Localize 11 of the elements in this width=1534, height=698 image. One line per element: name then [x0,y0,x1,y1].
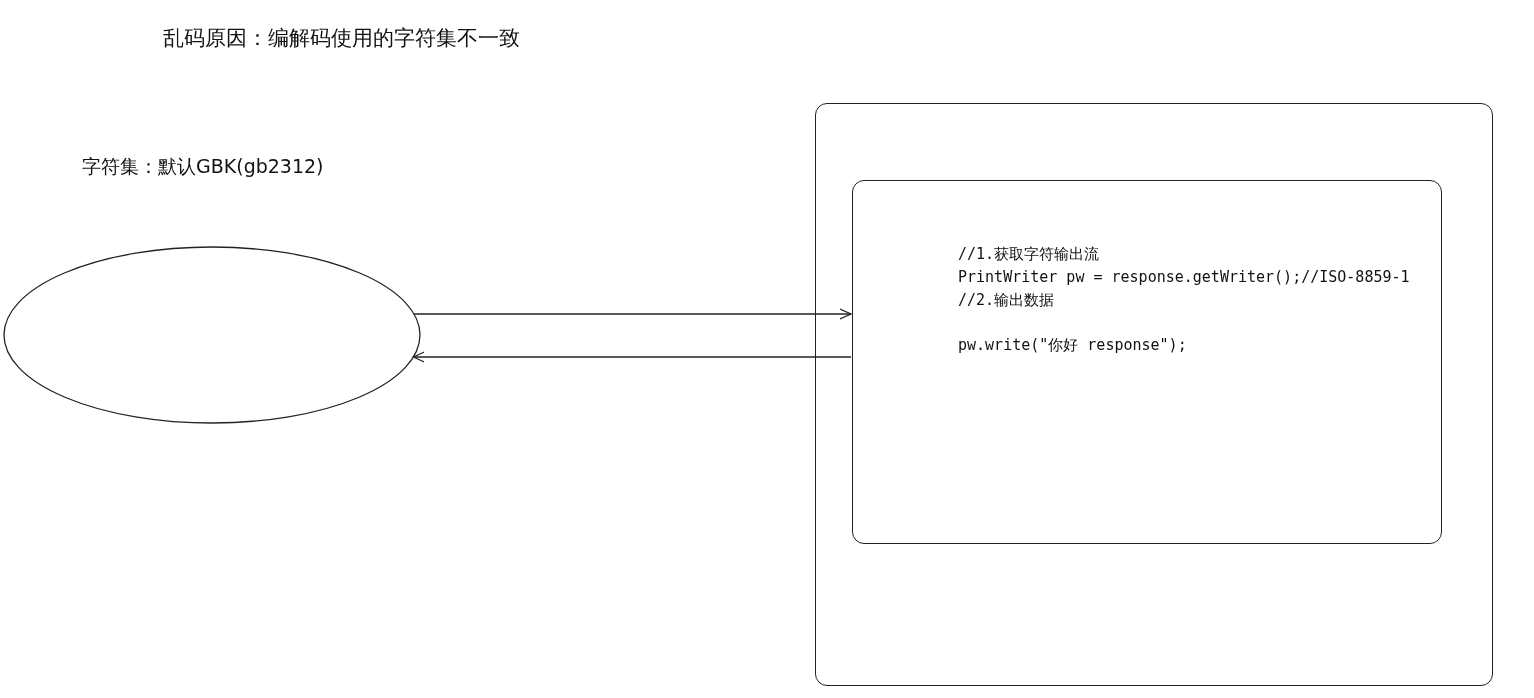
process-box [852,180,1442,544]
note-text: 字符集：默认GBK(gb2312) [82,154,324,179]
code-line: PrintWriter pw = response.getWriter();//ISO-8859-1 [958,267,1410,288]
container-box [815,103,1493,686]
arrow [413,308,852,320]
ellipse-shape [3,246,421,424]
title: 乱码原因：编解码使用的字符集不一致 [163,25,520,52]
code-line: pw.write("你好 response"); [958,335,1187,356]
code-line: //2.输出数据 [958,290,1055,311]
code-line: //1.获取字符输出流 [958,244,1100,265]
arrow [412,351,852,363]
